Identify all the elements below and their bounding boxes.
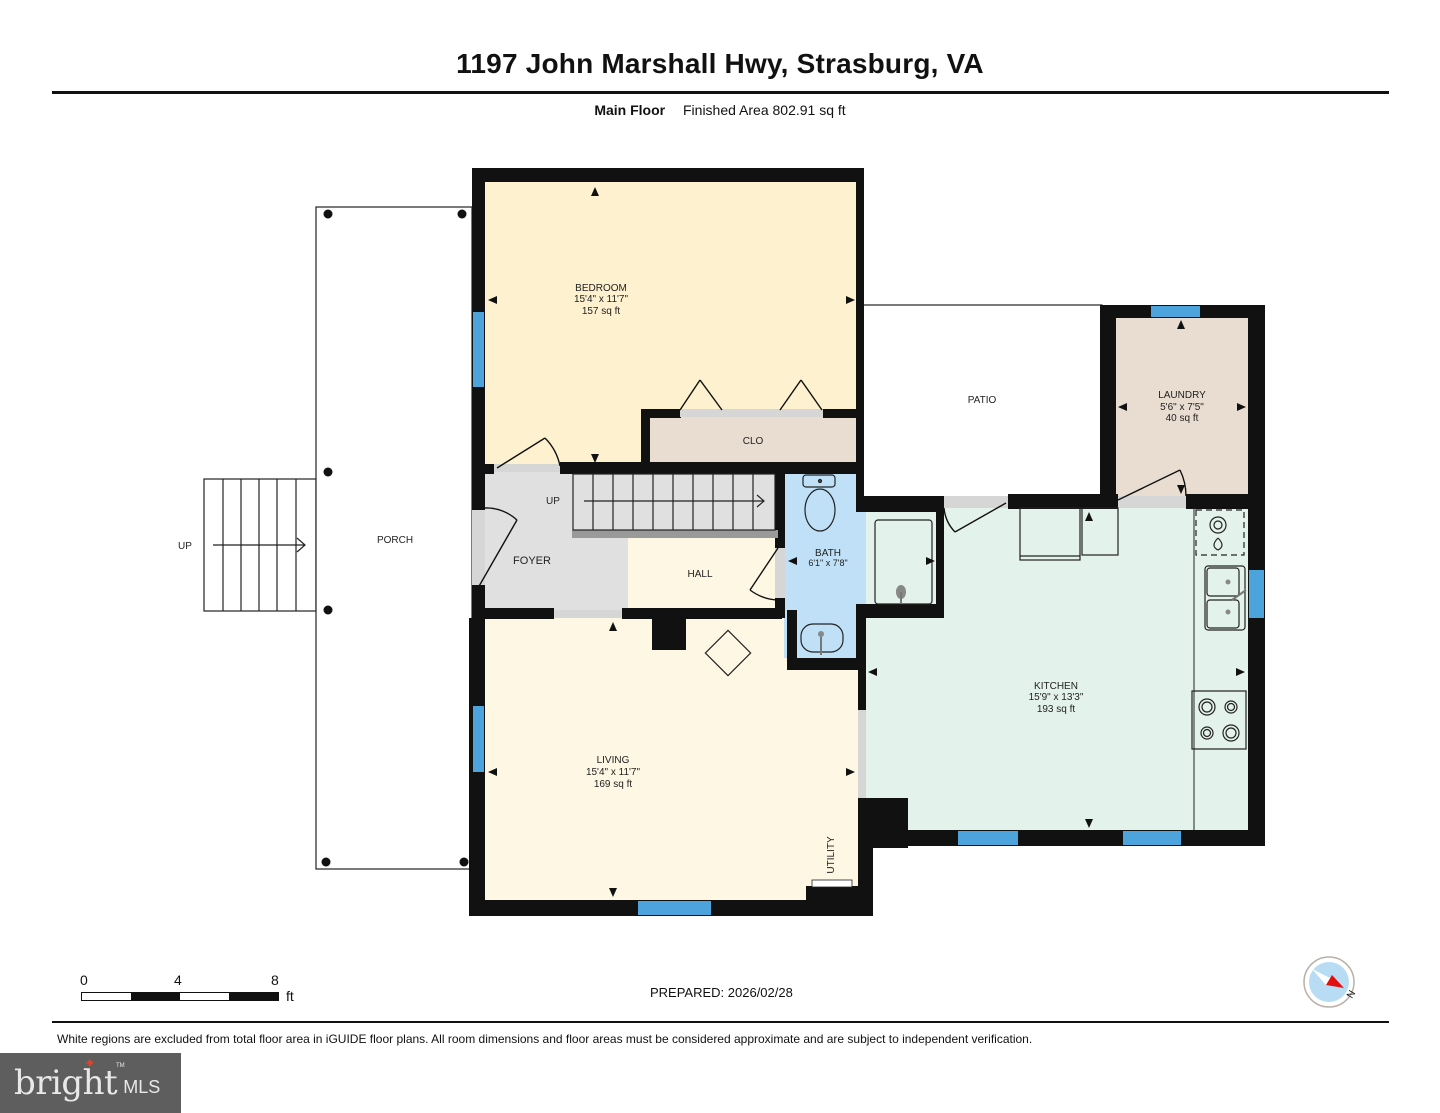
compass: N [1302,955,1372,1016]
utility-label: UTILITY [826,836,837,874]
bath-name: BATH [815,548,841,559]
door-thresholds [472,409,1186,798]
exterior-stairs-label: UP [178,541,192,552]
living-name: LIVING [597,755,630,766]
kitchen-name: KITCHEN [1034,681,1078,692]
kitchen-dims: 15'9" x 13'3" [1029,692,1084,703]
disclaimer: White regions are excluded from total fl… [57,1032,1033,1046]
cabinet-icon [1081,507,1119,556]
bedroom-name: BEDROOM [575,283,627,294]
laundry-area: 40 sq ft [1166,413,1199,424]
living-dims: 15'4" x 11'7" [586,767,641,778]
scale-unit: ft [286,988,294,1004]
floor-subtitle: Main Floor Finished Area 802.91 sq ft [0,102,1440,118]
closet-name: CLO [743,436,764,447]
wood-stove-icon [704,629,752,677]
kitchen-area: 193 sq ft [1037,704,1076,715]
laundry-dims: 5'6" x 7'5" [1160,402,1204,413]
page-title: 1197 John Marshall Hwy, Strasburg, VA [456,48,984,79]
bedroom-dims: 15'4" x 11'7" [574,294,629,305]
toilet-icon [802,474,836,532]
living-area: 169 sq ft [594,779,633,790]
door-swings [477,379,1187,601]
logo-tm: TM [116,1063,125,1069]
kitchen-fill [866,505,1248,830]
closet-fill [650,417,858,464]
water-heater-icon [1195,509,1245,556]
interior-stairs [572,473,776,531]
room-labels: BEDROOM 15'4" x 11'7" 157 sq ft CLO UP F… [513,283,1206,790]
stair-fill [572,472,778,538]
bedroom-area: 157 sq ft [582,306,621,317]
logo-word: bright [14,1063,118,1103]
scale-tick-4: 4 [174,972,182,988]
porch: PORCH [315,206,473,870]
floor-name: Main Floor [594,102,666,118]
title-divider [52,91,1389,94]
sink-icon [800,623,844,655]
porch-label: PORCH [377,535,413,546]
scale-bar-graphic [81,992,279,1001]
dimension-markers [488,187,1246,897]
windows [473,306,1264,915]
finished-area: Finished Area 802.91 sq ft [683,102,846,118]
laundry-name: LAUNDRY [1158,390,1206,401]
kitchen-sink-icon [1204,565,1247,631]
bath-dims: 6'1" x 7'8" [808,558,847,568]
exterior-stairs: UP [178,478,317,612]
foyer-name: FOYER [513,555,551,567]
stairs-up-label: UP [546,496,560,507]
stove-icon [1191,690,1247,750]
compass-icon: N [1303,956,1358,1008]
scale-tick-0: 0 [80,972,88,988]
patio: PATIO [861,304,1103,498]
bright-mls-logo: bright ✦ TM MLS [0,1053,181,1113]
shower-icon [874,519,933,605]
utility-panel: UTILITY [811,836,853,888]
prepared-date: PREPARED: 2026/02/28 [650,985,793,1000]
logo-mls: MLS [123,1076,161,1097]
refrigerator-icon [1019,507,1081,561]
laundry-fill [1116,318,1248,496]
hall-name: HALL [687,569,712,580]
compass-north-label: N [1345,989,1358,1001]
scale-tick-8: 8 [271,972,279,988]
footer-divider [52,1021,1389,1023]
patio-label: PATIO [968,395,997,406]
hall-fill [628,538,778,610]
logo-star-icon: ✦ [84,1055,96,1071]
